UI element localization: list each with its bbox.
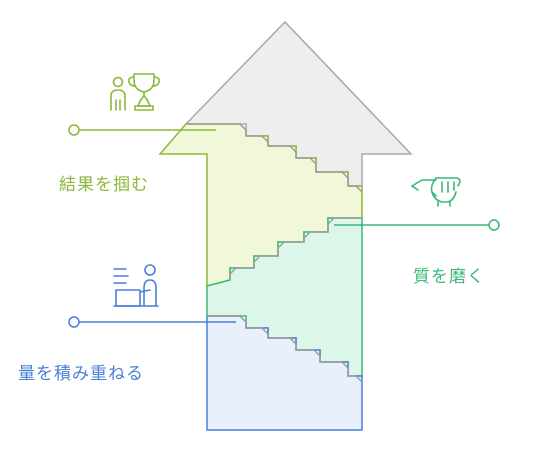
leader-middle [334,219,500,231]
leader-top [68,124,216,136]
label-result: 結果を掴む [59,175,149,195]
label-quality: 質を磨く [413,267,485,287]
trophy-person-icon [110,73,160,111]
leader-bottom [68,316,236,328]
person-at-desk-icon [113,264,159,307]
hand-pen-icon [411,177,461,207]
label-quantity: 量を積み重ねる [18,364,144,384]
stair-edges [186,123,363,383]
